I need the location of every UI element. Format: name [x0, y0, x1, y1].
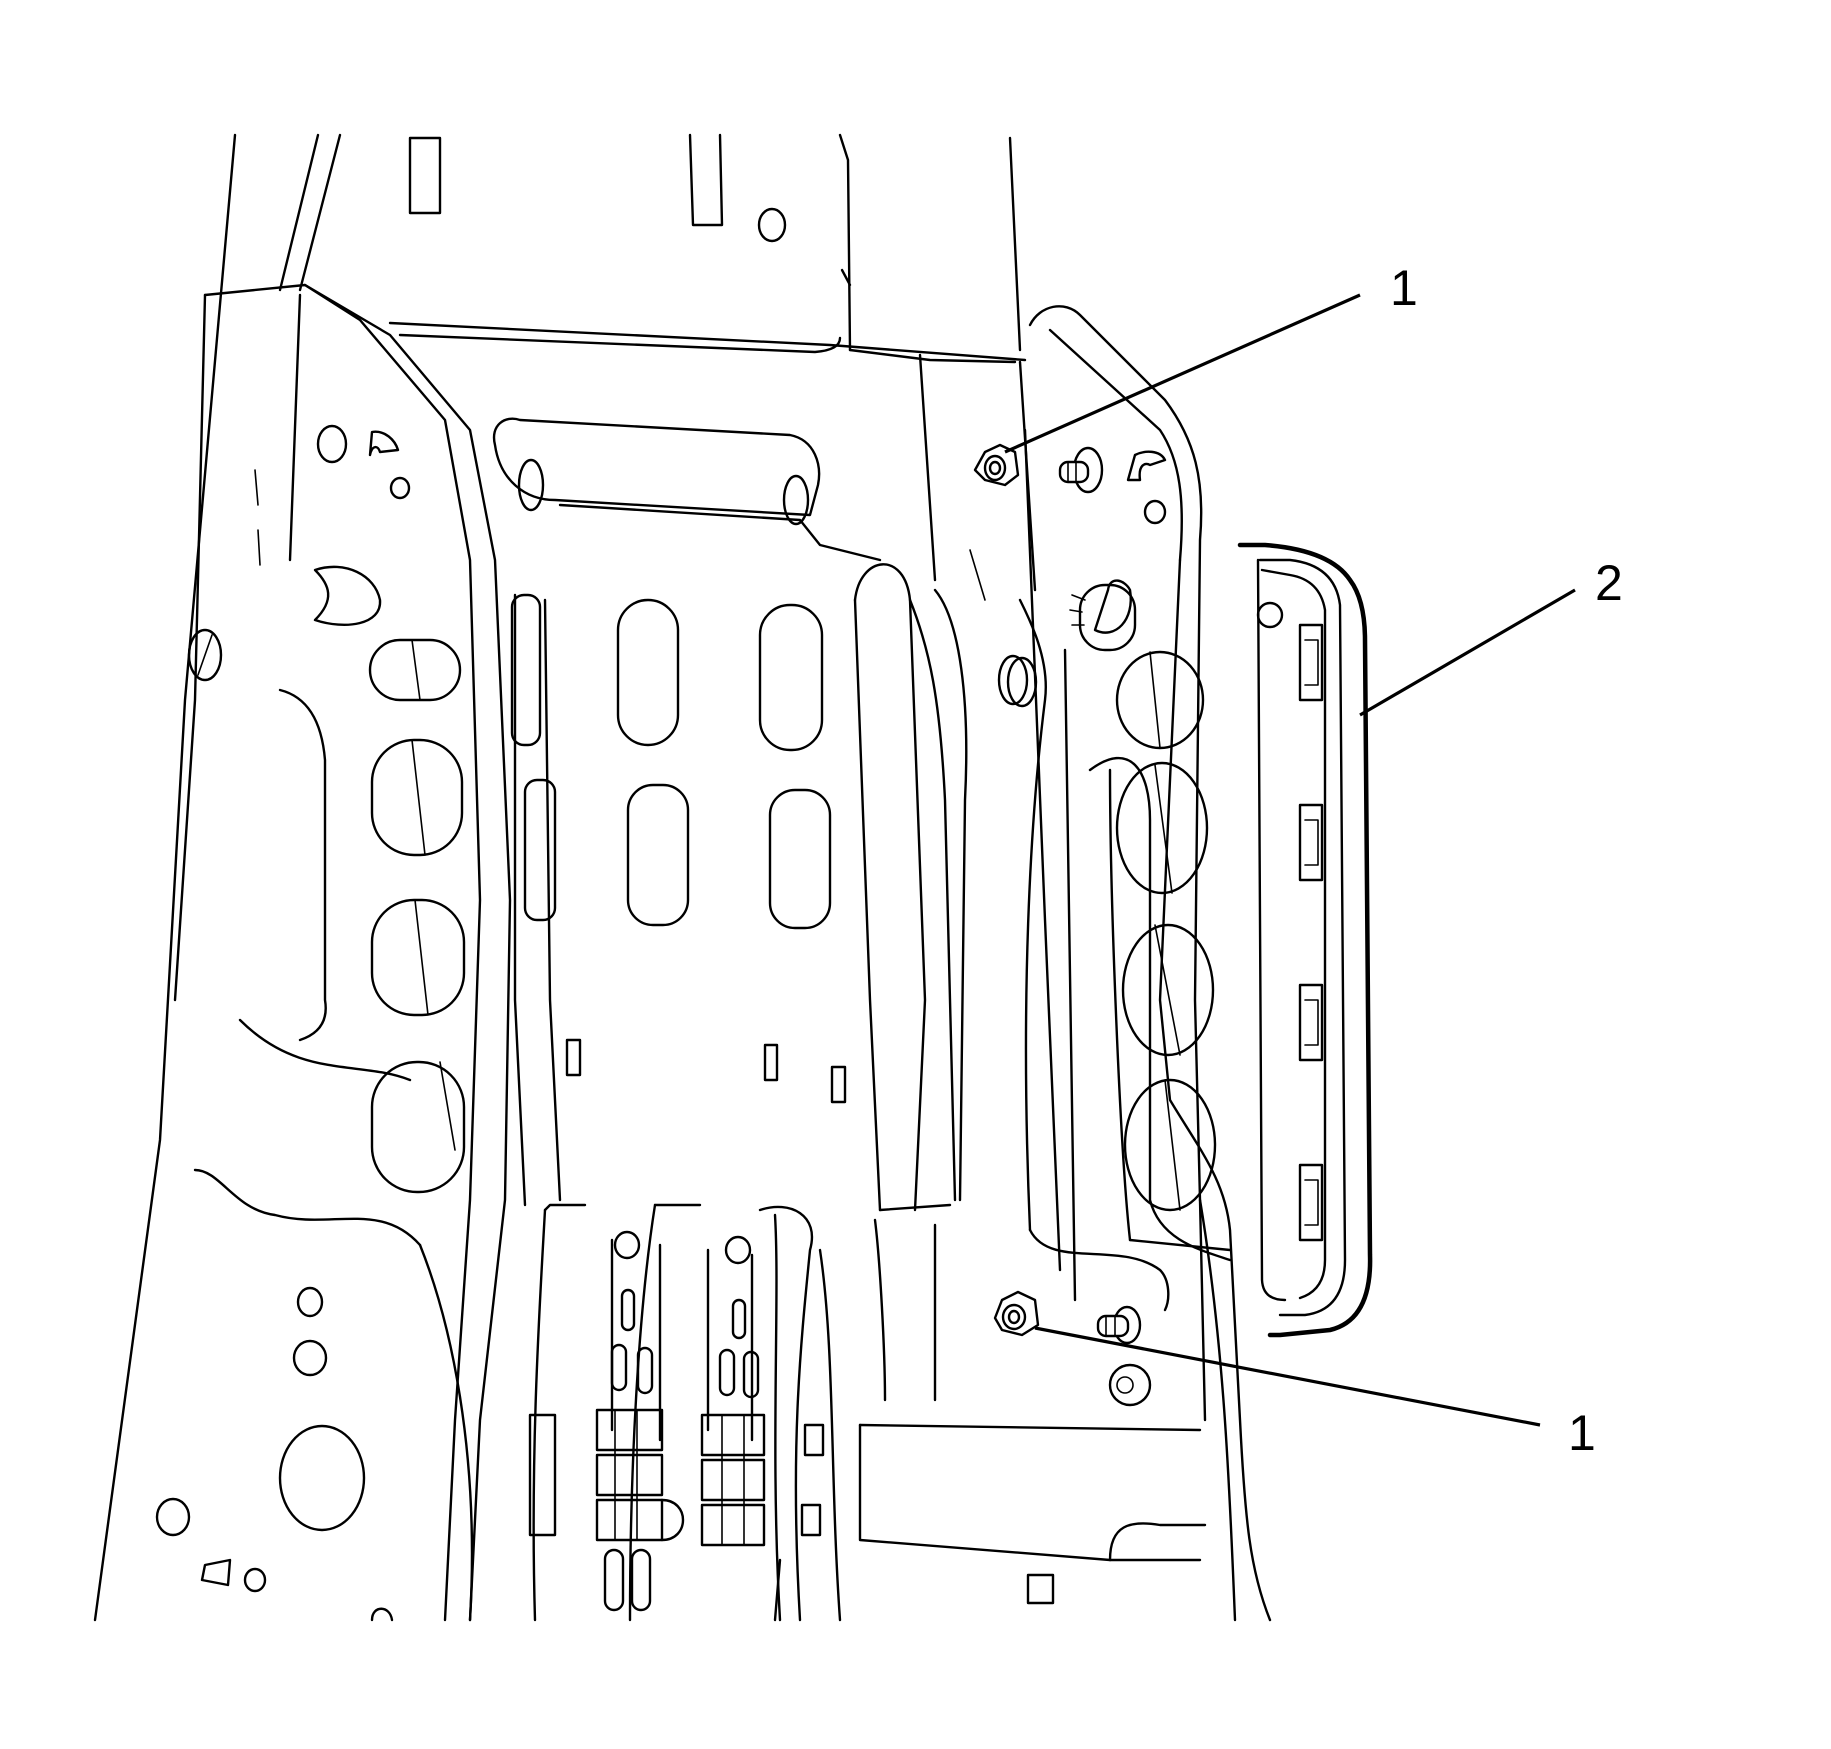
callout-trim-panel: 2 — [1359, 555, 1623, 717]
callout-label-1-upper: 1 — [1390, 260, 1418, 316]
upper-nut — [973, 443, 1020, 487]
adjuster-teeth-right — [700, 1413, 766, 1547]
upper-cross-member — [388, 133, 1037, 592]
leader-line-trim-panel — [1359, 588, 1576, 717]
seat-pan — [492, 417, 882, 1207]
lower-nut — [993, 1290, 1040, 1337]
center-rail — [853, 549, 1038, 1402]
left-side-rail — [93, 133, 512, 1622]
callout-upper-nut: 1 — [1004, 260, 1418, 454]
callout-label-1-lower: 1 — [1568, 1405, 1596, 1461]
callout-lower-nut: 1 — [1034, 1326, 1596, 1461]
lower-adjuster — [528, 1203, 842, 1622]
trim-panel-clips — [1298, 623, 1324, 1242]
leader-line-upper-nut — [1004, 293, 1361, 454]
adjuster-teeth-left — [595, 1408, 664, 1542]
leader-line-lower-nut — [1034, 1326, 1541, 1427]
upper-stud — [1058, 446, 1104, 494]
callout-label-2: 2 — [1595, 555, 1623, 611]
trim-panel — [1237, 542, 1373, 1338]
right-side-frame — [858, 305, 1272, 1622]
lower-stud — [1096, 1305, 1142, 1345]
